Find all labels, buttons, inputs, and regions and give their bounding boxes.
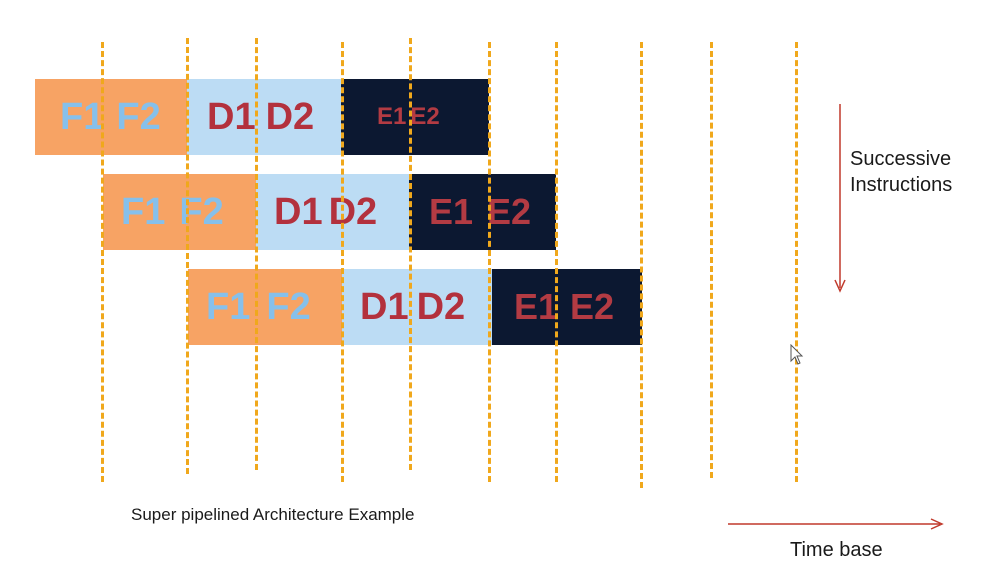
row3-e1-label: E1 bbox=[514, 286, 559, 327]
row3-f1-label: F1 bbox=[206, 285, 251, 328]
row1-decode-stage: D1 D2 bbox=[187, 79, 341, 155]
clock-line bbox=[710, 42, 713, 478]
row2-d2-label: D2 bbox=[328, 190, 378, 233]
row2-f1-label: F1 bbox=[121, 190, 166, 233]
row3-e2-label: E2 bbox=[570, 286, 615, 327]
row2-e1-label: E1 bbox=[429, 191, 474, 232]
clock-line bbox=[255, 38, 258, 470]
row3-f2-label: F2 bbox=[266, 285, 311, 328]
row1-fetch-stage: F1 F2 bbox=[35, 79, 187, 155]
clock-line bbox=[555, 42, 558, 482]
clock-line bbox=[795, 42, 798, 482]
time-arrow bbox=[728, 518, 944, 530]
row1-execute-stage: E1 E2 bbox=[341, 79, 489, 155]
mouse-cursor-icon bbox=[790, 344, 804, 365]
successive-instructions-label: Successive Instructions bbox=[850, 146, 952, 198]
successive-label-line1: Successive bbox=[850, 148, 952, 170]
clock-line bbox=[186, 38, 189, 474]
time-base-label: Time base bbox=[790, 539, 883, 561]
row1-e1-label: E1 bbox=[377, 103, 407, 130]
row1-f2-label: F2 bbox=[116, 95, 161, 138]
row3-d1-label: D1 bbox=[360, 285, 409, 328]
row3-d2-label: D2 bbox=[416, 285, 466, 328]
row2-decode-stage: D1 D2 bbox=[256, 174, 409, 250]
diagram-caption: Super pipelined Architecture Example bbox=[131, 505, 415, 524]
row2-execute-stage: E1 E2 bbox=[409, 174, 556, 250]
row3-decode-stage: D1 D2 bbox=[342, 269, 492, 345]
clock-line bbox=[488, 42, 491, 482]
row3-execute-stage: E1 E2 bbox=[492, 269, 642, 345]
row2-e2-label: E2 bbox=[487, 191, 532, 232]
successive-label-line2: Instructions bbox=[850, 174, 953, 196]
successive-arrow bbox=[834, 104, 846, 293]
row1-e2-label: E2 bbox=[410, 103, 440, 130]
clock-line bbox=[341, 42, 344, 482]
clock-line bbox=[101, 42, 104, 482]
clock-line bbox=[640, 42, 643, 488]
row1-f1-label: F1 bbox=[60, 95, 105, 138]
row3-fetch-stage: F1 F2 bbox=[188, 269, 342, 345]
row1-d1-label: D1 bbox=[207, 95, 256, 138]
row2-d1-label: D1 bbox=[274, 190, 323, 233]
clock-line bbox=[409, 38, 412, 470]
row1-d2-label: D2 bbox=[265, 95, 315, 138]
